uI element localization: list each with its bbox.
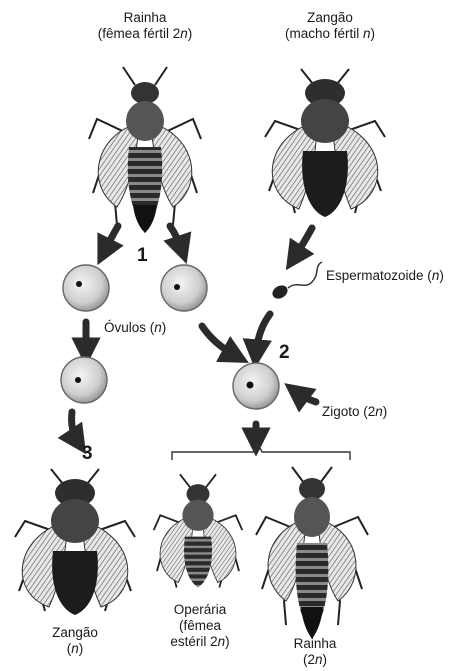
drone-bottom-title: Zangão [30,625,120,641]
arrow-zygote-label-pointer [296,392,316,402]
spermatozoid-label: Espermatozoide (n) [326,268,444,284]
worker-subtitle-2: estéril 2n) [150,634,250,650]
worker-subtitle-1: (fêmea [150,618,250,634]
queen-bottom-title: Rainha [270,636,360,652]
queen-top-label: Rainha (fêmea fértil 2n) [60,10,230,42]
zygote-label: Zigoto (2n) [322,404,387,420]
arrow-queen-to-ovule-right [170,226,182,250]
drone-top-label: Zangão (macho fértil n) [245,10,415,42]
step-number-1: 1 [137,246,148,266]
queen-bottom-subtitle: (2n) [270,652,360,668]
unfertilized-egg-icon [61,357,107,403]
zygote-icon [233,363,279,409]
ovule-left-icon [63,265,109,311]
arrow-ovule-to-zygote [202,326,236,356]
arrow-sperm-to-zygote [256,314,270,354]
drone-bottom-bee-icon [15,469,135,615]
drone-top-bee-icon [265,69,385,217]
queen-top-title: Rainha [60,10,230,26]
arrow-drone-to-sperm [294,228,312,258]
step-number-3: 3 [82,444,93,464]
queen-top-bee-icon [89,67,201,233]
ovule-right-icon [161,265,207,311]
queen-bottom-bee-icon [256,467,368,639]
drone-bottom-label: Zangão (n) [30,625,120,657]
queen-top-subtitle: (fêmea fértil 2n) [60,26,230,42]
bracket [172,444,350,460]
drone-top-subtitle: (macho fértil n) [245,26,415,42]
ovules-label: Óvulos (n) [104,320,166,336]
drone-bottom-subtitle: (n) [30,641,120,657]
worker-bee-icon [154,474,243,587]
drone-top-title: Zangão [245,10,415,26]
queen-bottom-label: Rainha (2n) [270,636,360,668]
arrow-egg-to-drone [72,412,78,442]
step-number-2: 2 [279,343,290,363]
spermatozoid-icon [270,262,322,301]
worker-label: Operária (fêmea estéril 2n) [150,602,250,650]
worker-title: Operária [150,602,250,618]
arrow-queen-to-ovule-left [104,226,118,252]
